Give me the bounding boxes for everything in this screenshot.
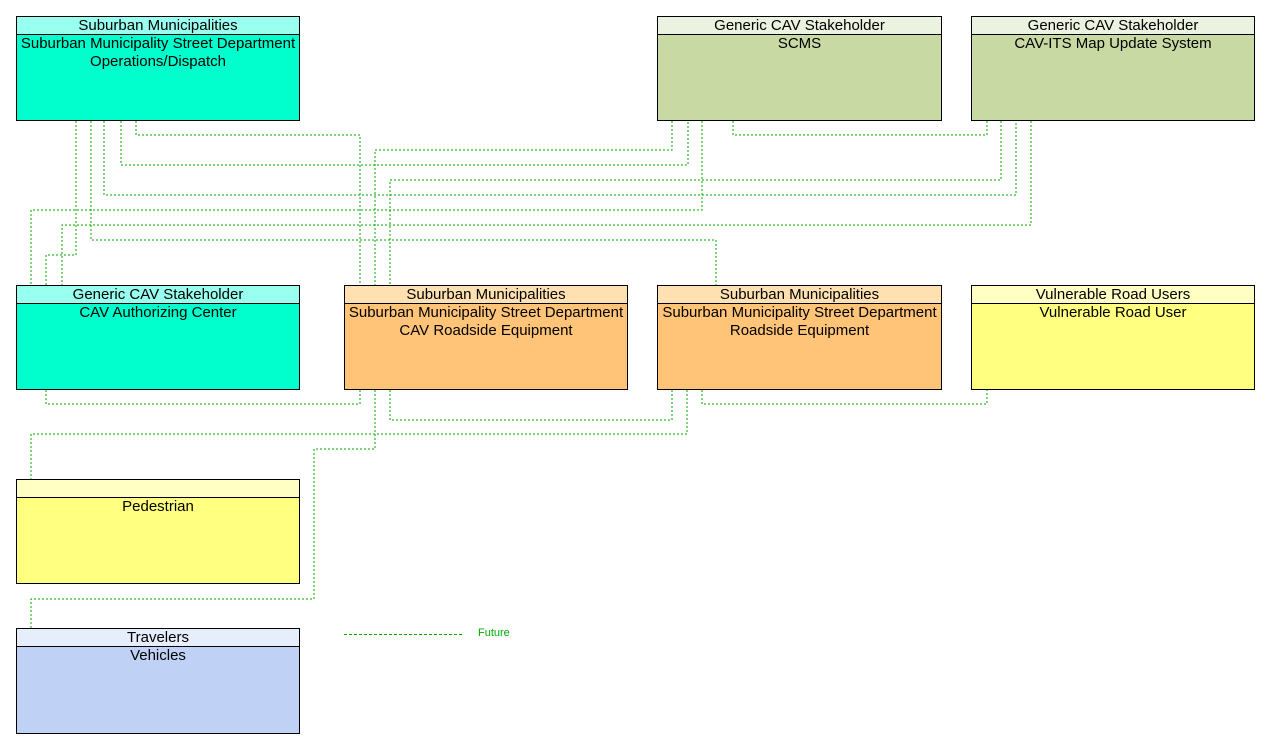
node-cav-roadside[interactable]: Suburban Municipalities Suburban Municip… (344, 285, 628, 390)
flow-line-1 (120, 121, 689, 166)
flow-line-8 (732, 121, 988, 136)
flow-line-7 (30, 121, 703, 285)
flow-line-11 (45, 390, 361, 405)
flow-line-9 (389, 121, 1002, 285)
node-authorizing-center[interactable]: Generic CAV Stakeholder CAV Authorizing … (16, 285, 300, 390)
node-vehicles[interactable]: Travelers Vehicles (16, 628, 300, 734)
node-stakeholder: Suburban Municipalities (658, 286, 941, 304)
node-scms[interactable]: Generic CAV Stakeholder SCMS (657, 16, 942, 121)
flow-line-10 (61, 121, 1032, 285)
node-pedestrian[interactable]: Pedestrian (16, 479, 300, 584)
legend: Future (344, 626, 544, 644)
node-label: SCMS (777, 35, 822, 52)
legend-line-future (344, 634, 462, 635)
node-stakeholder: Suburban Municipalities (17, 17, 299, 35)
node-ops[interactable]: Suburban Municipalities Suburban Municip… (16, 16, 300, 121)
node-label: Suburban Municipality Street Department … (20, 35, 296, 70)
node-stakeholder: Generic CAV Stakeholder (17, 286, 299, 304)
node-label: Suburban Municipality Street Department … (662, 304, 937, 339)
node-stakeholder: Vulnerable Road Users (972, 286, 1254, 304)
node-map-update[interactable]: Generic CAV Stakeholder CAV-ITS Map Upda… (971, 16, 1255, 121)
node-stakeholder: Generic CAV Stakeholder (972, 17, 1254, 35)
flow-line-3 (103, 121, 1017, 196)
flow-line-6 (374, 121, 673, 285)
node-vulnerable-road-user[interactable]: Vulnerable Road Users Vulnerable Road Us… (971, 285, 1255, 390)
node-label: Pedestrian (122, 498, 194, 515)
node-label: CAV-ITS Map Update System (1014, 35, 1212, 52)
flow-line-5 (45, 121, 77, 285)
node-stakeholder: Travelers (17, 629, 299, 647)
node-label: Vulnerable Road User (1039, 304, 1187, 321)
node-label: Vehicles (130, 647, 186, 664)
node-stakeholder: Generic CAV Stakeholder (658, 17, 941, 35)
node-stakeholder: Suburban Municipalities (345, 286, 627, 304)
node-label: CAV Authorizing Center (79, 304, 237, 321)
flow-line-14 (30, 390, 376, 628)
node-roadside[interactable]: Suburban Municipalities Suburban Municip… (657, 285, 942, 390)
node-stakeholder (17, 480, 299, 498)
flow-line-12 (389, 390, 673, 421)
node-label: Suburban Municipality Street Department … (348, 304, 624, 339)
legend-label: Future (478, 627, 510, 639)
flow-line-13 (30, 390, 688, 479)
flow-line-2 (135, 121, 361, 285)
flow-line-15 (701, 390, 988, 405)
flow-line-4 (90, 121, 717, 285)
